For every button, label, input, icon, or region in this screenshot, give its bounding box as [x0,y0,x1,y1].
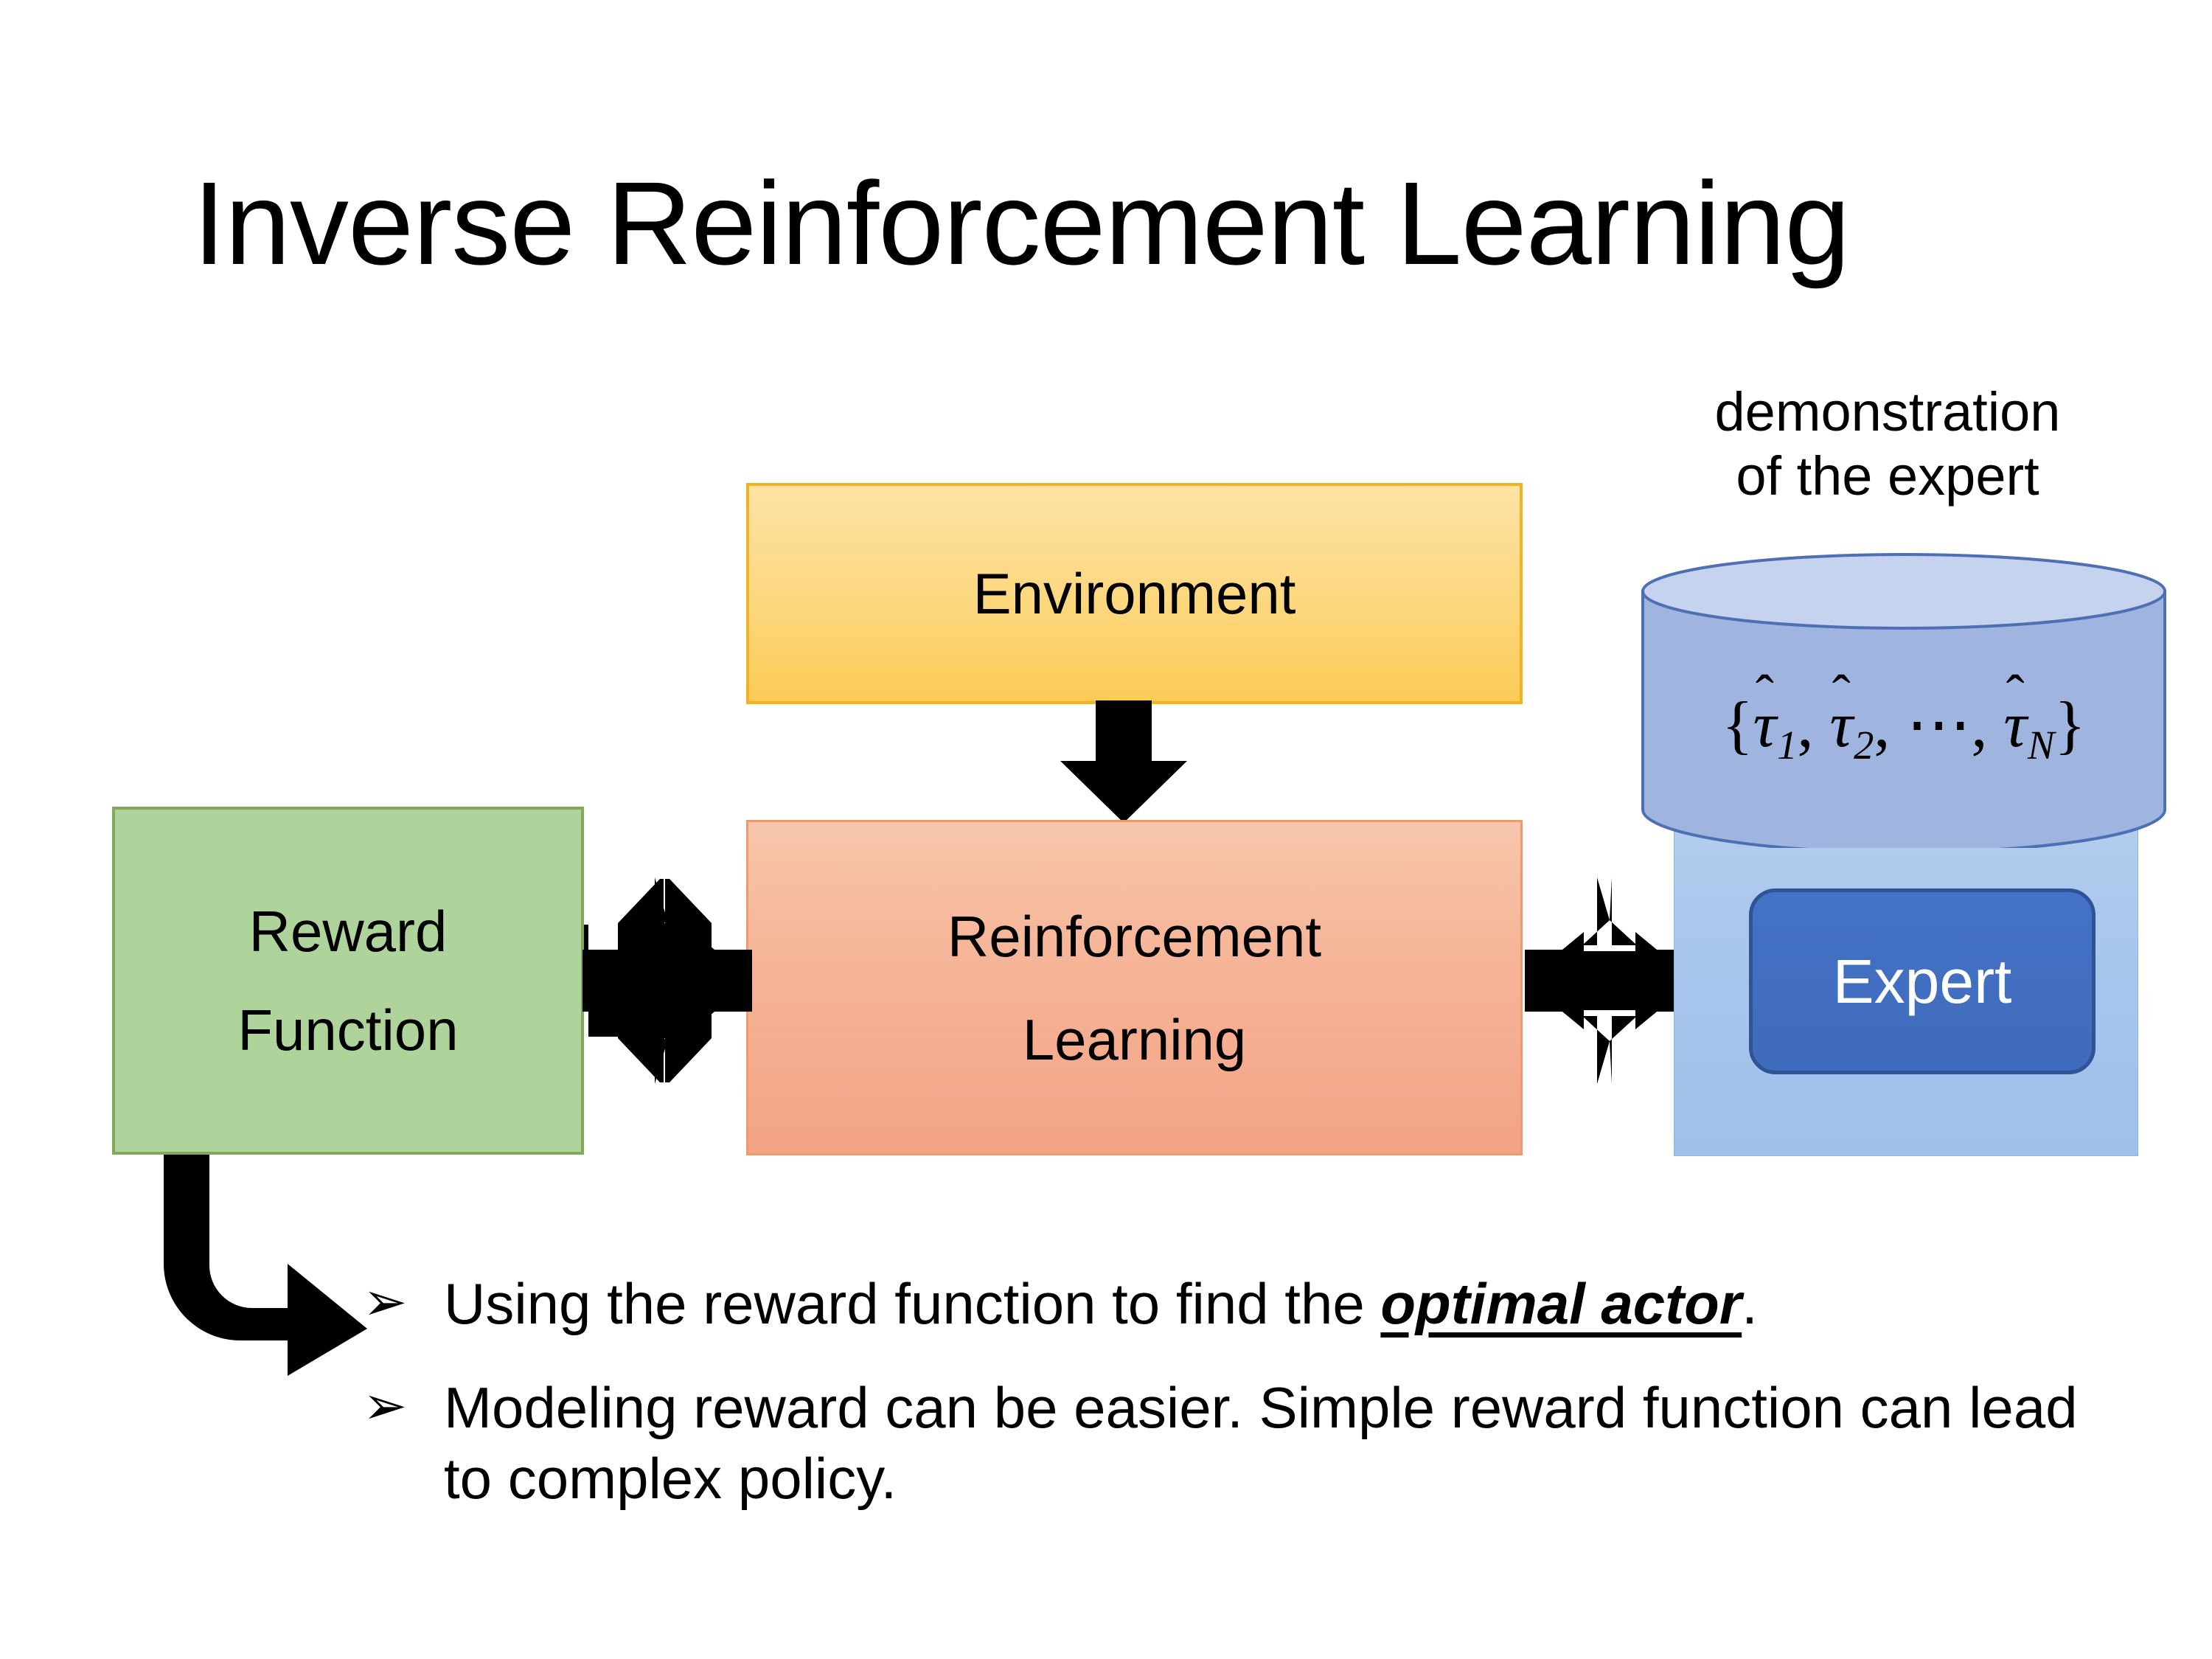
tau-1-subscript: 1 [1777,723,1798,768]
list-item: ➢ Modeling reward can be easier. Simple … [363,1372,2132,1514]
bullet-arrow-icon: ➢ [363,1273,408,1332]
reward-function-label-line2: Function [237,998,459,1062]
formula-comma-3: , [1971,689,1988,761]
formula-open-brace: { [1722,689,1753,761]
four-way-arrow-left-icon [582,877,752,1084]
demonstration-caption: demonstration of the expert [1644,380,2131,509]
environment-label: Environment [973,561,1296,626]
formula-close-brace: } [2054,689,2086,761]
bullet-1-text-before: Using the reward function to find the [444,1271,1381,1336]
tau-n-symbol: ̂τ [2003,689,2027,761]
bullet-arrow-icon: ➢ [363,1376,408,1436]
trajectory-cylinder: {̂τ1, ̂τ2, ⋯, ̂τN} [1640,553,2168,848]
list-item: ➢ Using the reward function to find the … [363,1268,2132,1340]
tau-2-subscript: 2 [1854,723,1874,768]
formula-comma-1: , [1797,689,1814,761]
formula-comma-2: , [1874,689,1891,761]
page-title: Inverse Reinforcement Learning [192,157,1851,289]
tau-n-subscript: N [2027,723,2055,768]
demonstration-caption-line1: demonstration [1714,381,2061,442]
reward-function-label-line1: Reward [248,899,448,964]
trajectory-set-formula: {̂τ1, ̂τ2, ⋯, ̂τN} [1640,693,2168,766]
database-cylinder-icon [1641,553,2166,848]
reinforcement-learning-label-line2: Learning [1022,1006,1247,1072]
elbow-arrow-icon [164,1155,367,1376]
environment-box[interactable]: Environment [746,483,1523,704]
four-way-arrow-right-icon [1525,877,1694,1084]
tau-1-symbol: ̂τ [1753,689,1777,761]
formula-ellipsis: ⋯ [1906,689,1972,761]
reinforcement-learning-label-line1: Reinforcement [947,903,1322,969]
bullet-1-text-after: . [1742,1271,1758,1336]
bullet-list: ➢ Using the reward function to find the … [363,1268,2132,1514]
tau-2-symbol: ̂τ [1829,689,1854,761]
arrow-down-icon [1060,700,1187,823]
reward-function-box[interactable]: Reward Function [112,807,584,1155]
bullet-2-text: Modeling reward can be easier. Simple re… [444,1374,2078,1512]
expert-label: Expert [1832,947,2012,1016]
demonstration-caption-line2: of the expert [1736,445,2039,507]
expert-button[interactable]: Expert [1749,888,2096,1074]
reinforcement-learning-box[interactable]: Reinforcement Learning [746,820,1523,1155]
bullet-1-emphasis: optimal actor [1380,1271,1742,1336]
